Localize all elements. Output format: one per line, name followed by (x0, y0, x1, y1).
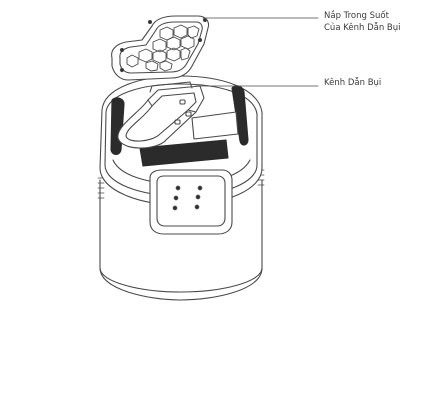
transparent-lid (111, 15, 210, 81)
front-dock (149, 169, 233, 235)
dust-channel (117, 81, 205, 149)
grille-band (139, 139, 229, 167)
label-dust-channel: Kênh Dẫn Bụi (324, 78, 382, 88)
label-transparent-lid-line2: Của Kênh Dẫn Bụi (324, 23, 401, 33)
filter-panel (191, 111, 239, 140)
label-transparent-lid-line1: Nắp Trong Suốt (324, 11, 389, 21)
